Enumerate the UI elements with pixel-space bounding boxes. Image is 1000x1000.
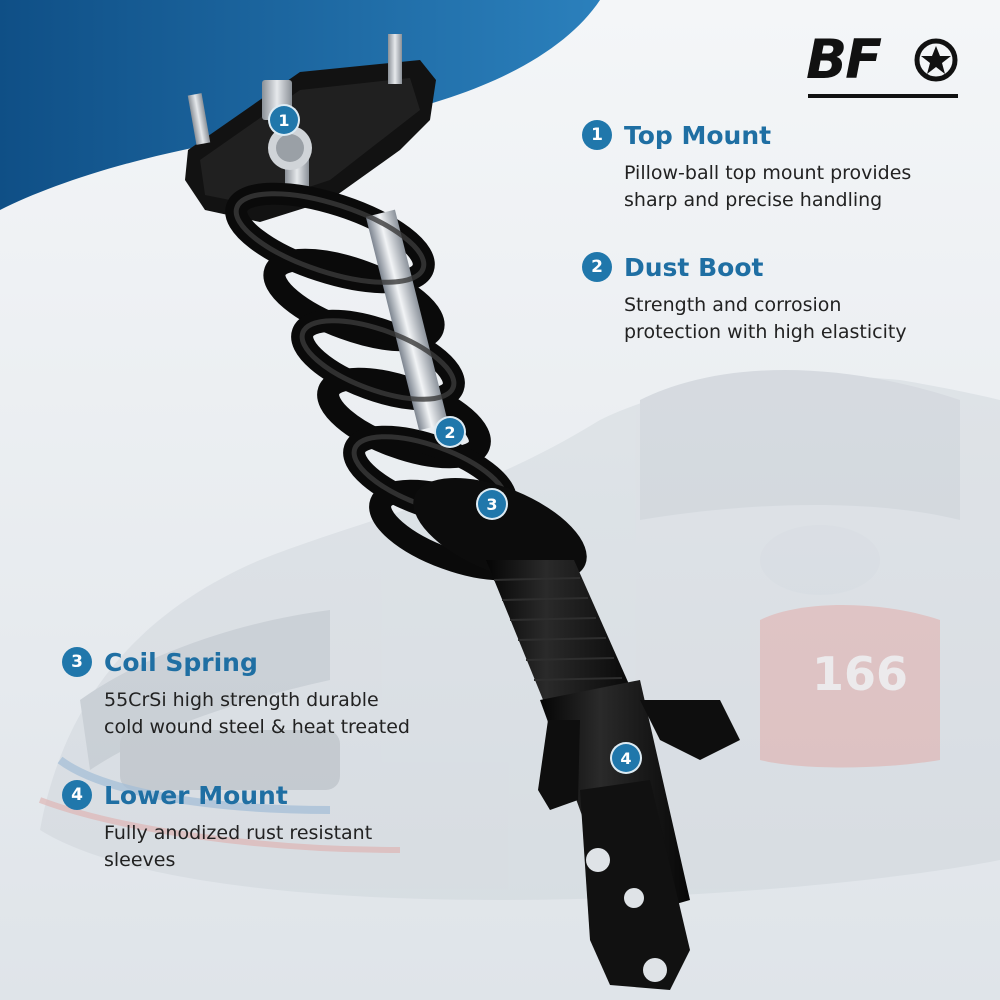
feature-title: Dust Boot xyxy=(624,252,764,282)
shock-body xyxy=(486,560,636,712)
feature-top-mount: 1 Top Mount Pillow-ball top mount provid… xyxy=(582,118,982,214)
feature-description: Pillow-ball top mount provides sharp and… xyxy=(624,162,912,211)
callout-marker-2: 2 xyxy=(434,416,466,448)
feature-lower-mount: 4 Lower Mount Fully anodized rust resist… xyxy=(62,778,482,874)
lower-mount-bracket xyxy=(580,780,690,990)
feature-dust-boot: 2 Dust Boot Strength and corrosion prote… xyxy=(582,250,982,346)
feature-number-badge: 4 xyxy=(62,780,92,810)
callout-marker-4: 4 xyxy=(610,742,642,774)
feature-number-badge: 2 xyxy=(582,252,612,282)
feature-number-badge: 3 xyxy=(62,647,92,677)
feature-title: Top Mount xyxy=(624,120,772,150)
feature-coil-spring: 3 Coil Spring 55CrSi high strength durab… xyxy=(62,645,482,741)
feature-title: Lower Mount xyxy=(104,780,288,810)
callout-marker-1: 1 xyxy=(268,104,300,136)
feature-description: Strength and corrosion protection with h… xyxy=(624,294,907,343)
strut-assembly xyxy=(185,34,740,990)
feature-description: 55CrSi high strength durable cold wound … xyxy=(104,689,410,738)
logo-underline xyxy=(808,94,958,98)
callout-marker-3: 3 xyxy=(476,488,508,520)
star-icon xyxy=(914,38,958,82)
brand-logo: BF xyxy=(806,28,958,102)
feature-number-badge: 1 xyxy=(582,120,612,150)
brand-logo-text: BF xyxy=(806,28,882,91)
feature-title: Coil Spring xyxy=(104,647,258,677)
feature-description: Fully anodized rust resistant sleeves xyxy=(104,822,373,871)
svg-text:166: 166 xyxy=(812,647,908,701)
